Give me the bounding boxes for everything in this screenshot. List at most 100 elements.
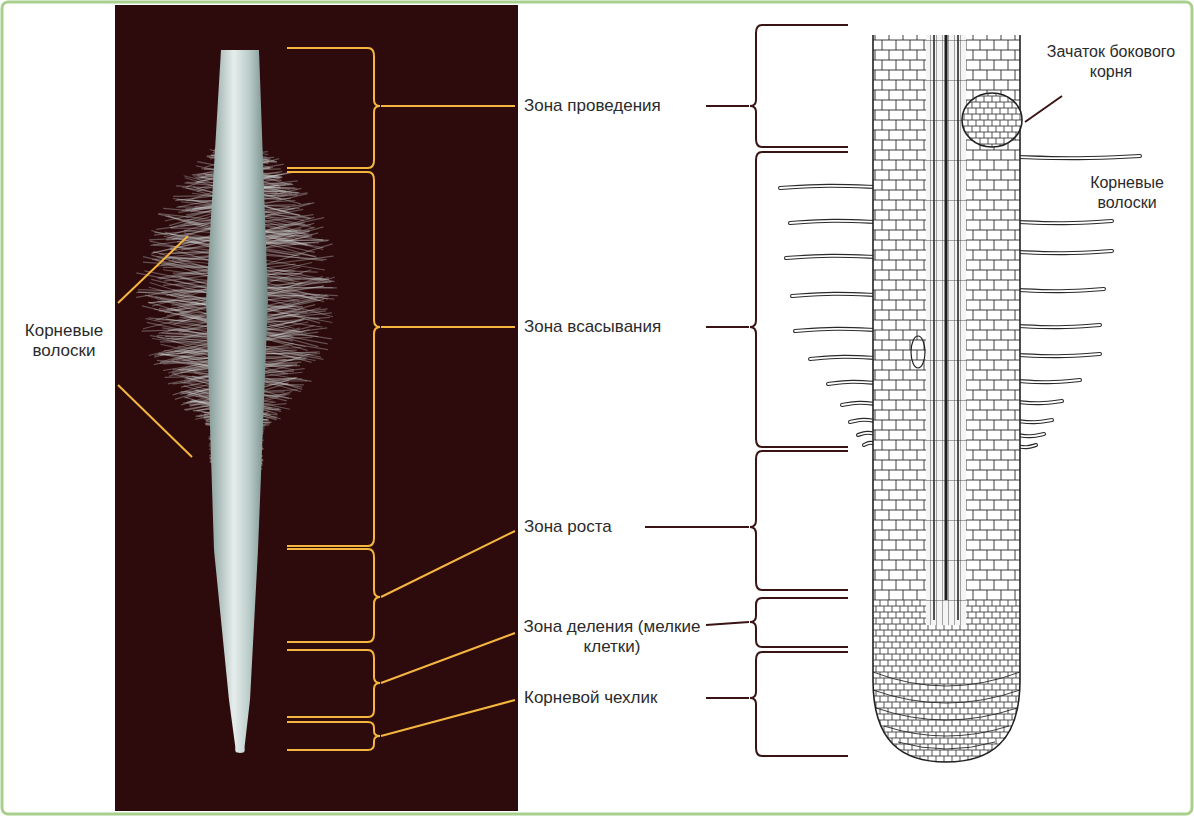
root-hair (1017, 251, 1112, 253)
root-hair (170, 249, 212, 261)
zone-label: Зона всасывания (524, 317, 702, 337)
root-hair (1017, 325, 1100, 327)
root-hair (263, 328, 332, 339)
root-hair (262, 248, 316, 256)
root-hair (160, 341, 211, 342)
root-hair (1017, 401, 1062, 403)
root-hair (780, 186, 876, 188)
root-hair (1017, 221, 1112, 223)
root-hair (151, 230, 213, 247)
root-hair (142, 306, 211, 322)
root-hair (263, 262, 312, 273)
root-hair (792, 294, 876, 296)
root-hair (157, 269, 212, 279)
zone-label: Корневой чехлик (524, 688, 702, 708)
root-hair (172, 227, 214, 239)
root-hair (170, 215, 215, 228)
root-hair (181, 375, 213, 380)
root-hair (792, 294, 876, 296)
root-hair (263, 278, 300, 284)
root-hair (1017, 156, 1140, 158)
root-hair (790, 221, 876, 223)
root-hair (262, 338, 307, 350)
root-hair (810, 357, 876, 359)
root-hair (1017, 434, 1044, 436)
root-hair (156, 222, 214, 230)
root-hair (263, 328, 328, 337)
root-hair (159, 272, 211, 278)
root-hair (261, 194, 308, 205)
root-hair (161, 344, 212, 356)
root-hair (261, 369, 305, 374)
root-hair (850, 420, 876, 422)
zone-label: Зона проведения (524, 96, 702, 116)
root-hair (828, 382, 876, 384)
root-hair (850, 420, 876, 422)
root-hair (172, 303, 210, 305)
root-hair (155, 307, 210, 320)
root-hair (182, 187, 216, 192)
root-hair (263, 313, 332, 320)
root-hair (152, 289, 211, 306)
root-hair (261, 203, 314, 218)
root-photo (206, 50, 268, 753)
root-hair (262, 353, 320, 359)
root-hair (262, 232, 308, 245)
hair-label: Корневые волоски (1072, 173, 1182, 213)
root-hair (1017, 289, 1104, 291)
root-hair (1017, 354, 1100, 356)
root-hair (149, 339, 211, 356)
root-hair (261, 380, 307, 381)
root-hair (780, 186, 876, 188)
root-hair (263, 320, 302, 327)
root-hair (261, 378, 295, 379)
root-hair (842, 403, 876, 405)
root-hair (168, 216, 215, 229)
root-hair (1017, 401, 1062, 403)
root-hair (184, 334, 212, 337)
root-hair (263, 328, 300, 331)
root-hair (260, 201, 295, 203)
photo-panel (115, 5, 518, 811)
root-hair (790, 221, 876, 223)
root-hair (175, 388, 213, 400)
root-hair (262, 352, 317, 354)
root-hair (176, 200, 216, 208)
lateral-root-primordium (962, 93, 1022, 147)
root-hair (260, 392, 292, 401)
root-hair (174, 313, 211, 324)
root-hair (263, 276, 329, 279)
root-hair (260, 176, 290, 185)
root-hair (1017, 380, 1080, 382)
primordium-label: Зачаток бокового корня (1035, 42, 1187, 82)
root-hair (260, 186, 298, 193)
root-hair (168, 330, 211, 334)
root-hair (1017, 289, 1104, 291)
root-hair (1017, 434, 1044, 436)
root-hair (262, 233, 318, 248)
zone-label: Зона деления (мелкие клетки) (522, 617, 702, 657)
root-hair (260, 198, 291, 200)
root-hair (163, 363, 212, 371)
root-hair (155, 260, 212, 277)
root-hair (261, 371, 294, 372)
root-hair (842, 403, 876, 405)
root-hair (786, 256, 876, 258)
root-hair (263, 256, 334, 265)
root-hair (1017, 221, 1112, 223)
root-hair (264, 287, 329, 297)
root-hair (261, 209, 295, 213)
root-hair (184, 391, 213, 398)
root-hair (1017, 420, 1052, 422)
root-hair (174, 281, 211, 289)
root-hair (161, 354, 212, 367)
root-hair (166, 289, 210, 296)
root-hair (165, 210, 216, 221)
root-hair (828, 382, 876, 384)
root-hair (262, 218, 325, 231)
root-hair (263, 305, 315, 318)
root-hair (1017, 251, 1112, 253)
root-hair (795, 329, 876, 331)
